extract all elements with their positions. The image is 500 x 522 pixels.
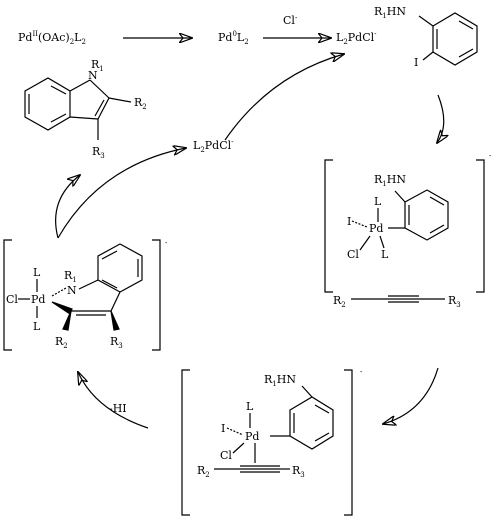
svg-text:PdII(OAc)2L2: PdII(OAc)2L2 [18,30,86,46]
int1-cl-label: Cl [347,248,359,261]
pd0-l2-label: Pd0L2 [218,30,249,46]
int3-r3-label: R3 [110,335,123,350]
indole-n-label: N [88,69,98,82]
int2-r2-label: R2 [197,464,210,479]
intermediate-alkyne-complex: - R1HN L Pd I Cl R2 R3 [181,368,363,516]
int1-l-top-label: L [374,195,382,208]
indole-product: N R1 R2 R3 [24,58,147,160]
l2pdcl-top-label: L2PdCl- [336,30,377,46]
arrow-regeneration-to-l2pdcl [224,54,344,141]
int1-alkyne-r3-label: R3 [448,294,461,309]
int1-iodo-label: I [347,215,351,228]
int2-cl-label: Cl [220,449,232,462]
indole-r2-label: R2 [134,96,147,111]
int3-pd-label: Pd [31,293,45,306]
int3-r2-label: R2 [55,335,68,350]
int2-iodo-label: I [221,422,225,435]
int2-pd-label: Pd [245,430,259,443]
int3-l-top-label: L [33,266,41,279]
substrate-iodo-label: I [414,56,418,69]
int3-n-label: N [67,284,77,297]
substrate-amine-label: R1HN [374,5,406,20]
int1-charge-label: - [489,152,492,160]
l2pdcl-recycle-label: L2PdCl- [193,138,234,154]
arrow-minus-hi [78,372,149,429]
arrow-reductive-elimination [55,175,80,239]
arrow-oxidative-addition [437,94,444,143]
svg-text:L2PdCl-: L2PdCl- [336,30,377,46]
svg-text:Pd0L2: Pd0L2 [218,30,249,46]
intermediate-vinyl-palladium: - L Cl Pd L N R1 R2 R3 [3,239,168,351]
int1-l-bottom-label: L [381,248,389,261]
int1-amine-label: R1HN [374,173,406,188]
intermediate-oxidative-addition: - R1HN Pd L I Cl L R2 R3 [324,152,492,309]
indole-r3-label: R3 [92,145,105,160]
pd2-oac2-l2-label: PdII(OAc)2L2 [18,30,86,46]
indole-r1-label: R1 [91,58,104,73]
arrow-alkyne-coordination [383,367,439,424]
int2-amine-label: R1HN [264,373,296,388]
int1-pd-label: Pd [369,222,383,235]
minus-hi-label: -HI [109,402,127,415]
iodoaniline-substrate: R1HN I [374,5,478,69]
int3-cl-label: Cl [6,293,18,306]
arrow-to-recycled-l2pdcl [57,148,186,239]
int2-l-label: L [246,400,254,413]
int3-charge-label: - [165,239,168,247]
int1-alkyne-r2-label: R2 [333,294,346,309]
chloride-reagent-label: Cl- [283,14,298,27]
int2-charge-label: - [360,368,363,376]
int3-r1-label: R1 [64,269,77,284]
int2-r3-label: R3 [292,464,305,479]
int3-l-bottom-label: L [33,320,41,333]
